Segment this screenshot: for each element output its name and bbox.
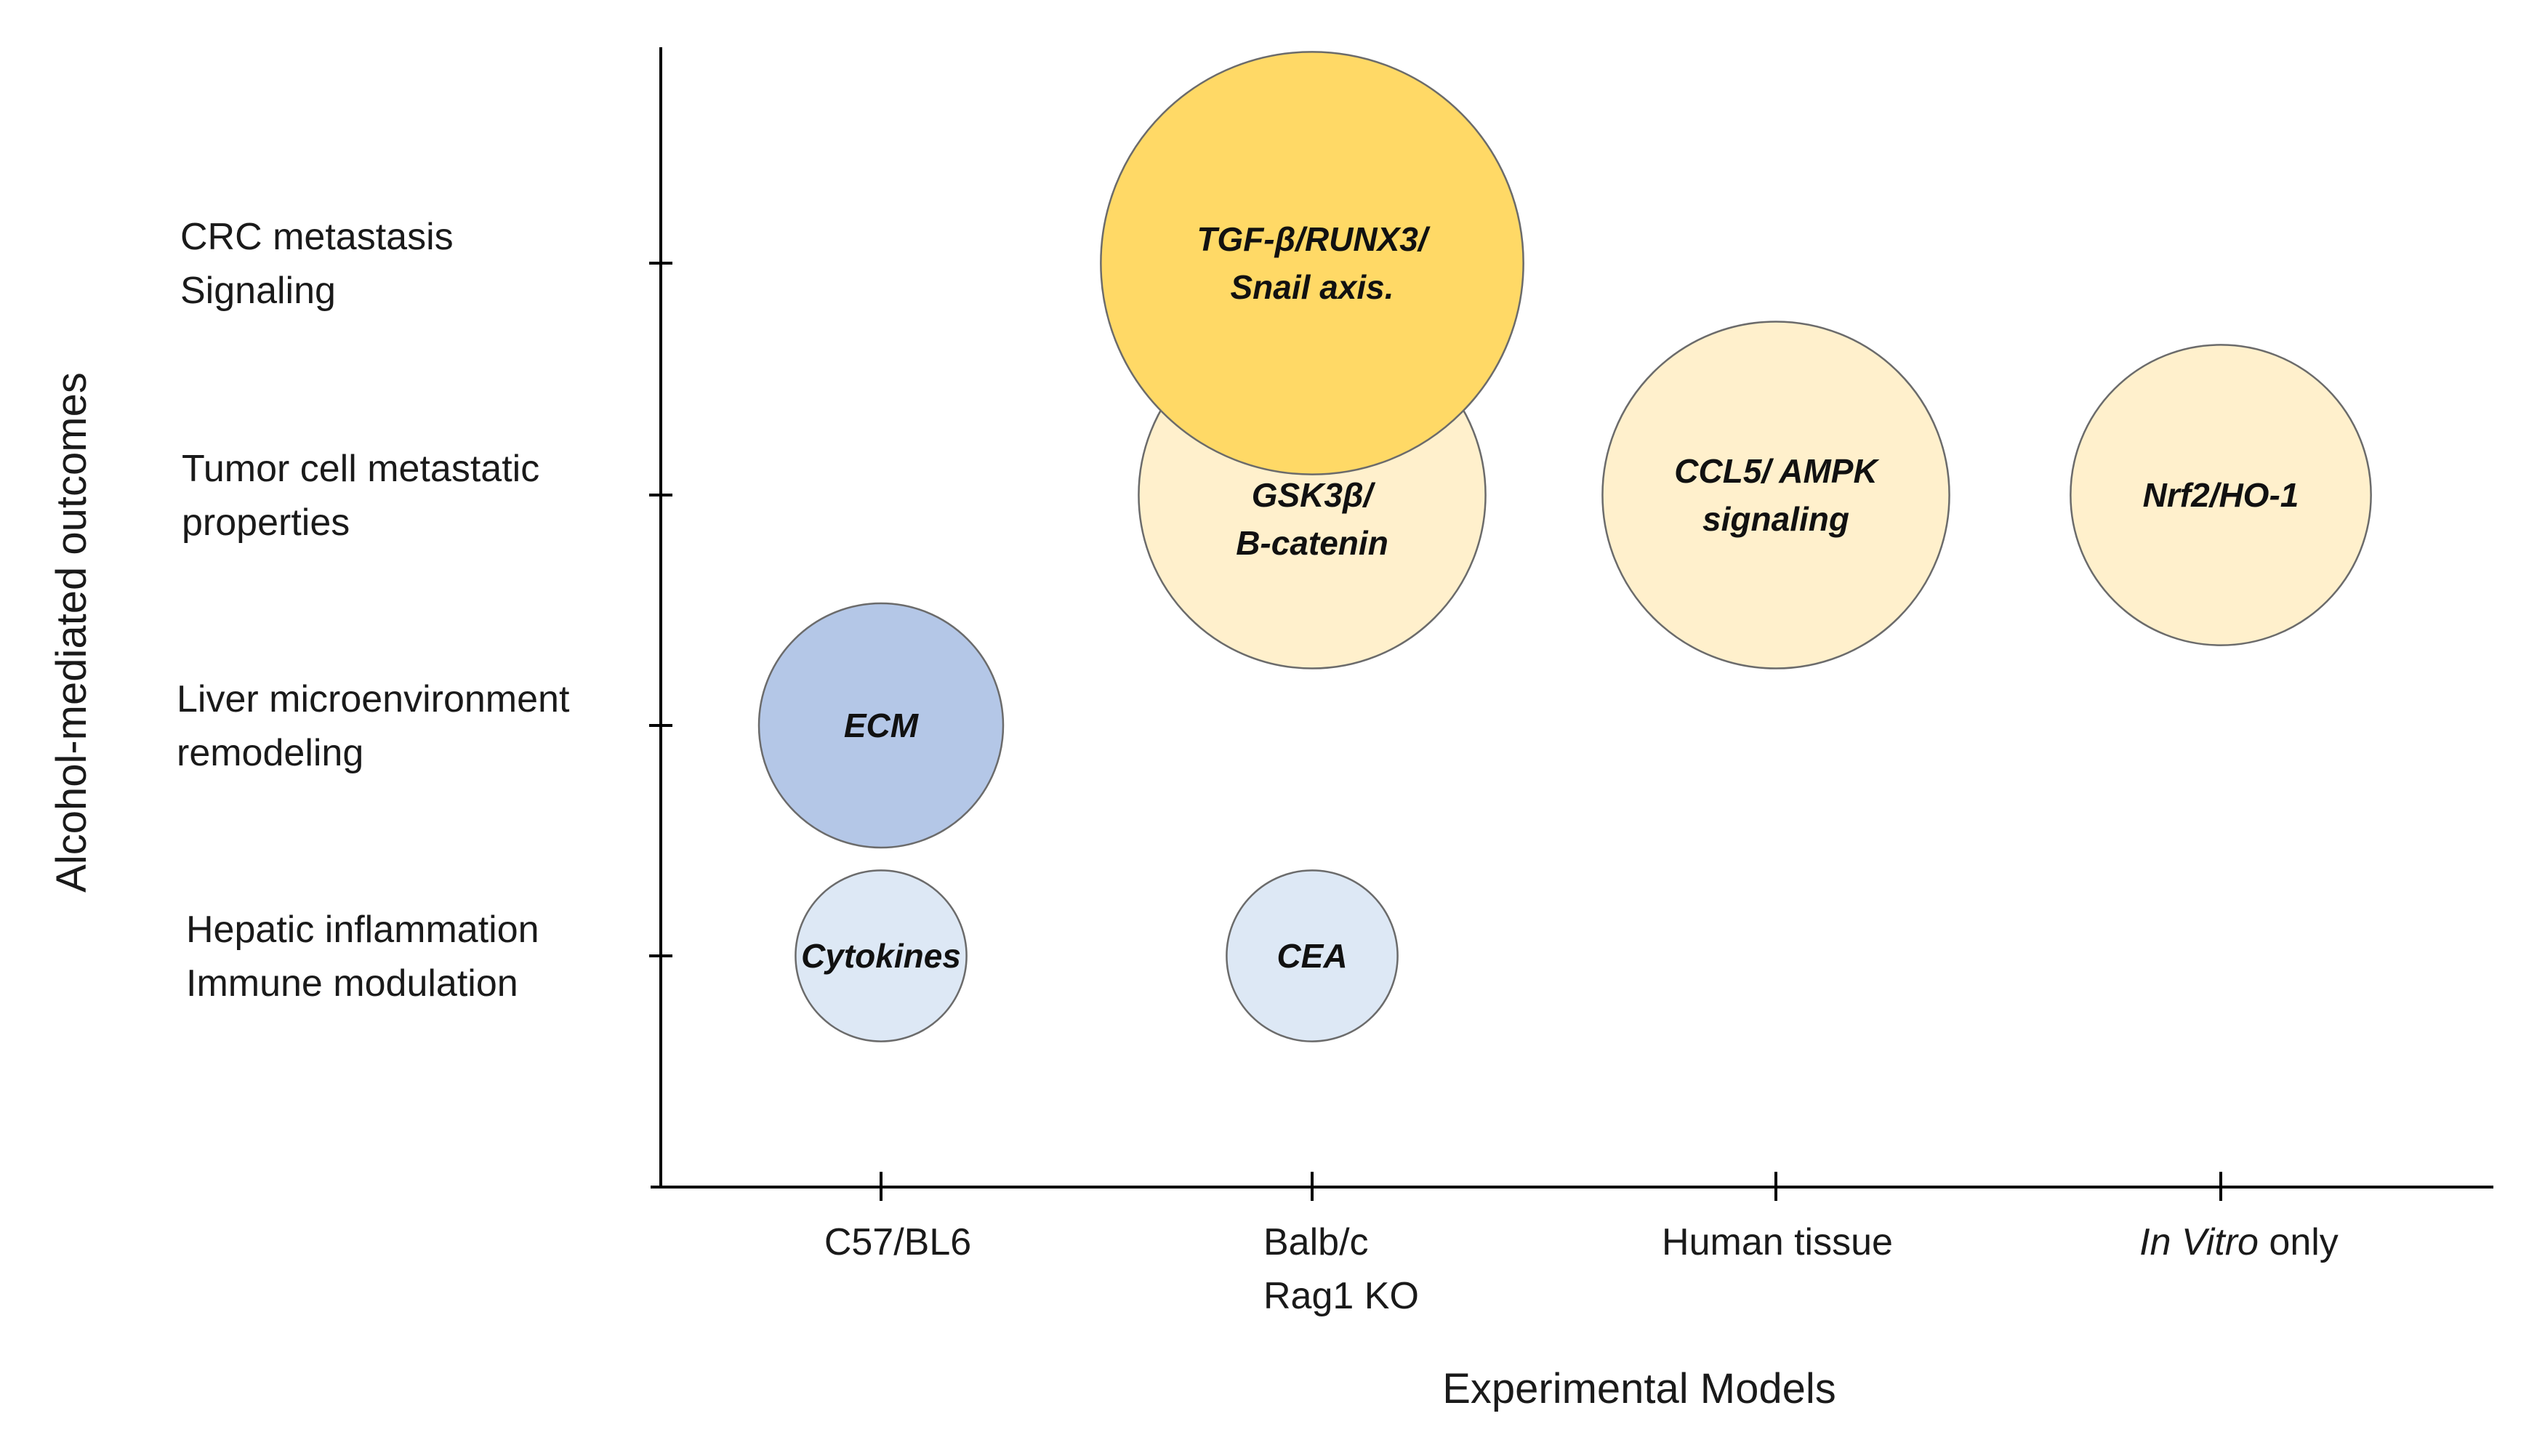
bubble-label: Cytokines <box>801 937 961 975</box>
x-tick-label: In Vitro only <box>2139 1221 2339 1263</box>
y-tick-label: Tumor cell metastatic <box>182 448 539 490</box>
bubble-group: TGF-β/RUNX3/Snail axis. <box>1100 51 1524 475</box>
x-tick-label: C57/BL6 <box>824 1221 971 1263</box>
x-axis-title: Experimental Models <box>1442 1365 1836 1412</box>
x-tick-label: Human tissue <box>1662 1221 1893 1263</box>
bubble-label: Nrf2/HO-1 <box>2143 476 2299 514</box>
y-axis-title: Alcohol-mediated outcomes <box>48 372 95 893</box>
y-tick-label: Liver microenvironment <box>177 678 570 720</box>
y-tick-label: CRC metastasis <box>180 216 454 258</box>
bubble-group: ECM <box>757 602 1005 849</box>
bubble <box>757 602 1005 849</box>
bubble-group: CEA <box>1226 869 1399 1042</box>
y-tick-label: Hepatic inflammation <box>186 909 539 951</box>
y-tick-label: remodeling <box>177 732 363 774</box>
bubble <box>1601 321 1950 669</box>
bubble-group: Nrf2/HO-1 <box>2070 344 2372 646</box>
y-tick-label: Immune modulation <box>186 962 518 1005</box>
x-tick-label: Balb/c <box>1263 1221 1369 1263</box>
bubble <box>1100 51 1524 475</box>
bubble-label: B-catenin <box>1236 524 1388 562</box>
bubble-label: signaling <box>1702 500 1849 538</box>
bubble <box>2070 344 2372 646</box>
bubble-label: ECM <box>844 707 920 744</box>
bubble-group: CCL5/ AMPK signaling <box>1601 321 1950 669</box>
bubble <box>795 869 968 1042</box>
bubbles: CytokinesCEAECMNrf2/HO-1MCP-1GSK3β/B-cat… <box>757 51 2372 1042</box>
bubble-label: Snail axis. <box>1230 268 1394 306</box>
bubble-label: CCL5/ AMPK <box>1674 452 1879 490</box>
bubble-label: GSK3β/ <box>1252 476 1376 514</box>
x-tick-label: Rag1 KO <box>1263 1275 1419 1317</box>
axis-ticks <box>649 262 2222 1201</box>
bubble <box>1226 869 1399 1042</box>
bubble-label: CEA <box>1276 937 1347 975</box>
y-tick-label: Signaling <box>180 270 336 312</box>
y-tick-label: properties <box>182 502 350 544</box>
bubble-group: Cytokines <box>795 869 968 1042</box>
bubble-label: TGF-β/RUNX3/ <box>1197 220 1431 258</box>
